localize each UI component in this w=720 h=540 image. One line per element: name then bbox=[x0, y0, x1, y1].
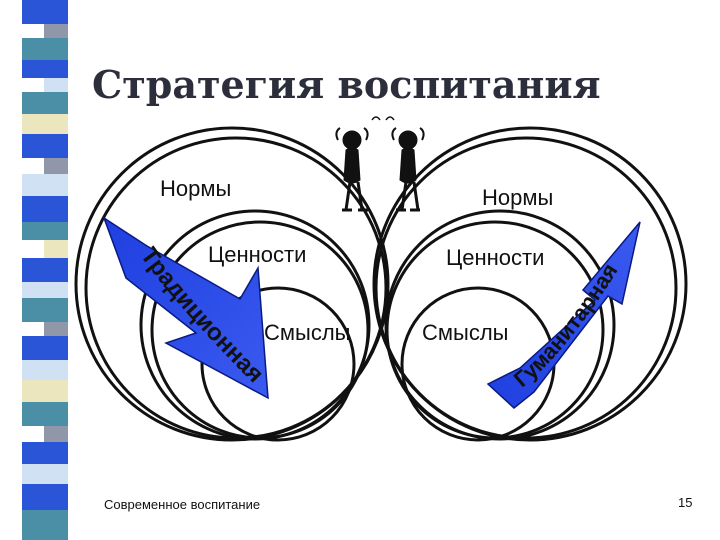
right-values-label: Ценности bbox=[446, 245, 544, 270]
right-circle-set bbox=[372, 126, 688, 442]
left-inner-circle bbox=[200, 286, 356, 442]
left-values-label: Ценности bbox=[208, 242, 306, 267]
slide-footer: Современное воспитание bbox=[104, 497, 261, 512]
decorative-stripe-column bbox=[22, 0, 68, 540]
right-outer-circle bbox=[372, 126, 688, 442]
right-norms-label: Нормы bbox=[482, 185, 553, 210]
thinking-figures-icon bbox=[335, 116, 425, 212]
left-outer-circle bbox=[74, 126, 390, 442]
left-circle-set bbox=[74, 126, 390, 442]
slide-title: Стратегия воспитания bbox=[92, 62, 601, 107]
left-norms-label: Нормы bbox=[160, 176, 231, 201]
page-number: 15 bbox=[678, 495, 693, 510]
left-meanings-label: Смыслы bbox=[264, 320, 350, 345]
left-outer-circle-echo bbox=[84, 136, 388, 440]
right-meanings-label: Смыслы bbox=[422, 320, 508, 345]
right-outer-circle-echo bbox=[374, 136, 678, 440]
